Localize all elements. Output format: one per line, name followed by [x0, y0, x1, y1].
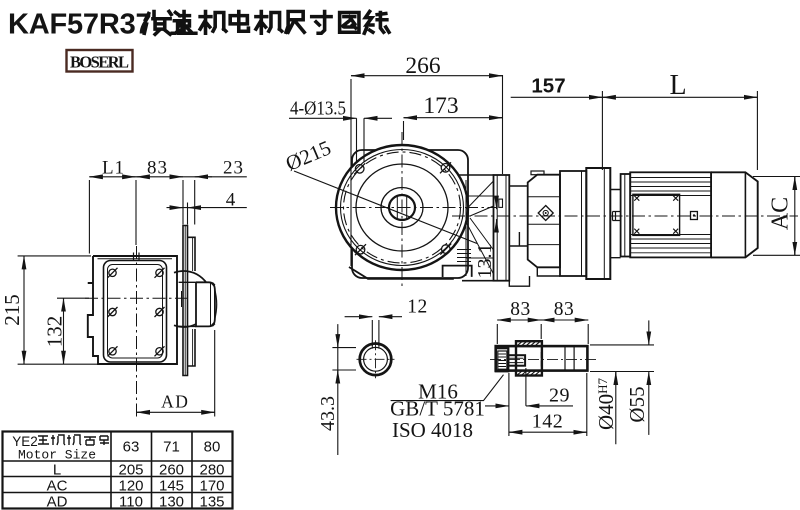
svg-text:157: 157 [531, 75, 565, 98]
svg-text:170: 170 [199, 478, 224, 495]
svg-text:AD: AD [161, 392, 189, 412]
svg-text:AC: AC [47, 478, 68, 495]
svg-text:83: 83 [510, 299, 531, 320]
svg-text:L: L [669, 70, 686, 101]
svg-text:80: 80 [204, 439, 221, 456]
svg-text:130: 130 [159, 494, 184, 510]
svg-text:29: 29 [549, 385, 570, 407]
svg-text:BOSERL: BOSERL [70, 53, 129, 72]
svg-text:135: 135 [199, 494, 224, 510]
svg-text:132: 132 [43, 316, 67, 348]
svg-text:110: 110 [119, 494, 143, 510]
svg-text:120: 120 [118, 478, 143, 495]
svg-text:L: L [53, 462, 61, 479]
svg-text:205: 205 [118, 462, 143, 479]
svg-text:83: 83 [147, 158, 168, 179]
svg-text:266: 266 [405, 53, 441, 79]
svg-text:71: 71 [163, 439, 180, 456]
svg-text:173: 173 [423, 93, 458, 119]
svg-text:215: 215 [0, 294, 24, 326]
svg-text:YE2: YE2 [12, 434, 38, 449]
svg-text:23: 23 [223, 158, 244, 179]
svg-text:M16: M16 [418, 380, 458, 404]
svg-text:83: 83 [554, 299, 575, 320]
svg-text:12: 12 [407, 297, 428, 318]
svg-text:260: 260 [159, 462, 184, 479]
svg-text:GB/T 5781: GB/T 5781 [390, 397, 485, 421]
svg-text:4-Ø13.5: 4-Ø13.5 [290, 98, 346, 120]
svg-text:142: 142 [532, 411, 564, 433]
svg-text:43.3: 43.3 [317, 396, 339, 431]
svg-text:AD: AD [47, 494, 68, 510]
svg-text:280: 280 [199, 462, 224, 479]
svg-text:4: 4 [226, 190, 236, 211]
svg-text:L1: L1 [102, 158, 125, 179]
svg-text:145: 145 [159, 478, 184, 495]
svg-text:Motor Size: Motor Size [18, 448, 96, 463]
svg-text:AC: AC [768, 197, 794, 230]
svg-text:63: 63 [123, 439, 140, 456]
svg-text:13.1: 13.1 [474, 244, 496, 279]
svg-text:ISO 4018: ISO 4018 [392, 418, 473, 442]
svg-text:Ø55: Ø55 [625, 386, 649, 422]
svg-text:KAF57R37: KAF57R37 [8, 9, 151, 41]
